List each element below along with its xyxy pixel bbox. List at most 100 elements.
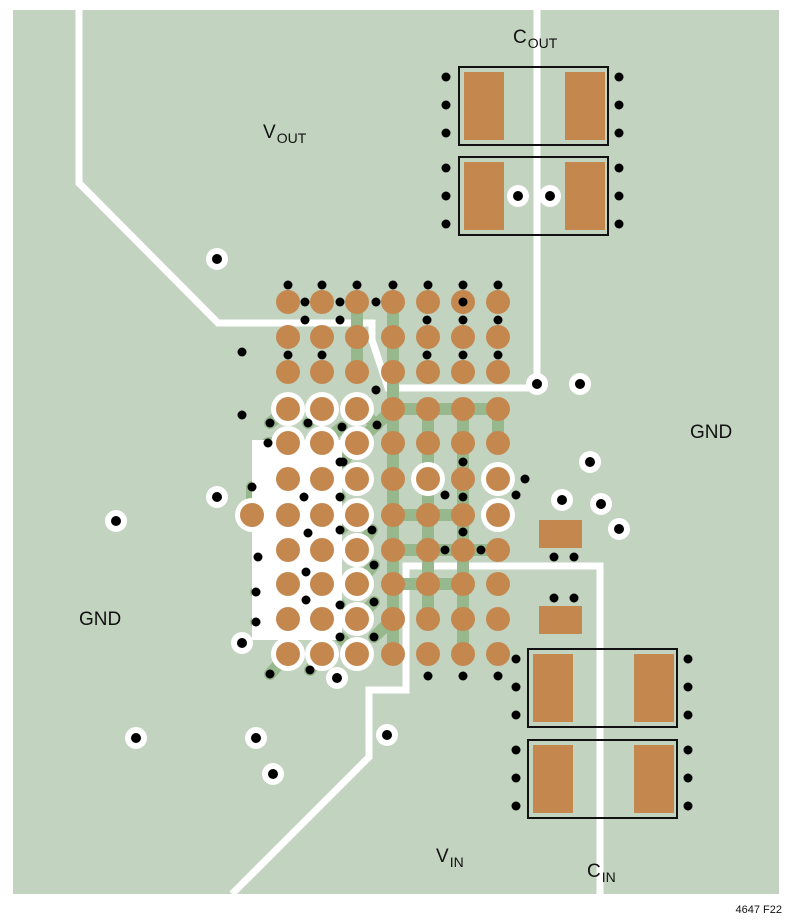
small-via bbox=[247, 482, 257, 492]
small-via bbox=[549, 593, 559, 603]
bga-pad bbox=[416, 503, 440, 527]
bga-pad bbox=[310, 607, 334, 631]
bga-pad bbox=[345, 467, 369, 491]
small-via bbox=[388, 280, 398, 290]
bga-pad bbox=[345, 360, 369, 384]
small-via bbox=[614, 219, 624, 229]
small-via bbox=[371, 297, 381, 307]
gnd-left-label: GND bbox=[79, 609, 122, 630]
bga-pad bbox=[486, 397, 510, 421]
small-via bbox=[283, 280, 293, 290]
small-via bbox=[614, 128, 624, 138]
bga-pad bbox=[276, 538, 300, 562]
small-via bbox=[423, 671, 433, 681]
small-via bbox=[683, 654, 693, 664]
small-via bbox=[458, 350, 468, 360]
bga-pad bbox=[451, 607, 475, 631]
bga-pad bbox=[276, 642, 300, 666]
small-via bbox=[458, 297, 468, 307]
bga-pad bbox=[345, 538, 369, 562]
small-via bbox=[441, 163, 451, 173]
bga-pad bbox=[486, 290, 510, 314]
bga-pad bbox=[345, 572, 369, 596]
bga-pad bbox=[416, 325, 440, 349]
bga-pad bbox=[451, 397, 475, 421]
small-via bbox=[440, 545, 450, 555]
bga-pad bbox=[276, 431, 300, 455]
bga-pad bbox=[310, 397, 334, 421]
via-hole bbox=[237, 638, 247, 648]
small-via bbox=[263, 438, 273, 448]
bga-pad bbox=[345, 325, 369, 349]
via-hole bbox=[557, 495, 567, 505]
small-via bbox=[520, 474, 530, 484]
bga-pad bbox=[381, 607, 405, 631]
bga-pad bbox=[276, 360, 300, 384]
small-via bbox=[549, 552, 559, 562]
bga-pad bbox=[381, 467, 405, 491]
small-via bbox=[369, 560, 379, 570]
small-via bbox=[614, 191, 624, 201]
small-via bbox=[441, 100, 451, 110]
bga-pad bbox=[345, 503, 369, 527]
small-via bbox=[493, 671, 503, 681]
plane-split-lines bbox=[75, 10, 604, 897]
small-via bbox=[493, 350, 503, 360]
via-hole bbox=[532, 379, 542, 389]
small-via bbox=[335, 632, 345, 642]
bga-pad bbox=[276, 572, 300, 596]
bga-pad bbox=[416, 431, 440, 455]
small-via bbox=[303, 418, 313, 428]
bga-pad bbox=[345, 290, 369, 314]
bga-pad bbox=[486, 431, 510, 455]
bga-pad bbox=[310, 467, 334, 491]
small-resistor-2 bbox=[539, 606, 582, 634]
via-hole bbox=[212, 492, 222, 502]
bga-pad bbox=[276, 503, 300, 527]
bga-pad bbox=[451, 538, 475, 562]
bga-pad bbox=[276, 467, 300, 491]
small-via bbox=[301, 595, 311, 605]
small-via bbox=[441, 191, 451, 201]
bga-pad bbox=[381, 503, 405, 527]
via-hole bbox=[614, 524, 624, 534]
small-via bbox=[317, 350, 327, 360]
small-via bbox=[441, 128, 451, 138]
cout-cap1-pad-right bbox=[565, 72, 605, 140]
small-via bbox=[458, 492, 468, 502]
large-vias bbox=[105, 185, 630, 785]
small-via bbox=[303, 528, 313, 538]
small-via bbox=[683, 801, 693, 811]
small-via bbox=[569, 593, 579, 603]
bga-pad-array bbox=[240, 290, 510, 666]
via-hole bbox=[596, 499, 606, 509]
bga-pad bbox=[486, 325, 510, 349]
gnd-right-label: GND bbox=[690, 422, 733, 443]
small-via bbox=[352, 280, 362, 290]
small-via bbox=[265, 669, 275, 679]
bga-pad bbox=[381, 642, 405, 666]
bga-pad bbox=[240, 503, 264, 527]
bga-pad bbox=[451, 325, 475, 349]
small-via bbox=[511, 801, 521, 811]
cin-capacitor-2 bbox=[527, 739, 678, 819]
small-via bbox=[317, 280, 327, 290]
small-via bbox=[458, 315, 468, 325]
small-via bbox=[369, 597, 379, 607]
small-via bbox=[458, 671, 468, 681]
bga-pad bbox=[416, 607, 440, 631]
small-via bbox=[614, 163, 624, 173]
small-via bbox=[300, 315, 310, 325]
cin-cap1-pad-left bbox=[533, 654, 573, 722]
via-hole bbox=[382, 730, 392, 740]
bga-pad bbox=[310, 360, 334, 384]
small-via bbox=[367, 525, 377, 535]
small-via bbox=[301, 567, 311, 577]
bga-pad bbox=[451, 467, 475, 491]
small-via bbox=[300, 297, 310, 307]
small-via bbox=[683, 682, 693, 692]
small-via bbox=[422, 315, 432, 325]
small-via bbox=[335, 457, 345, 467]
bga-pad bbox=[345, 397, 369, 421]
